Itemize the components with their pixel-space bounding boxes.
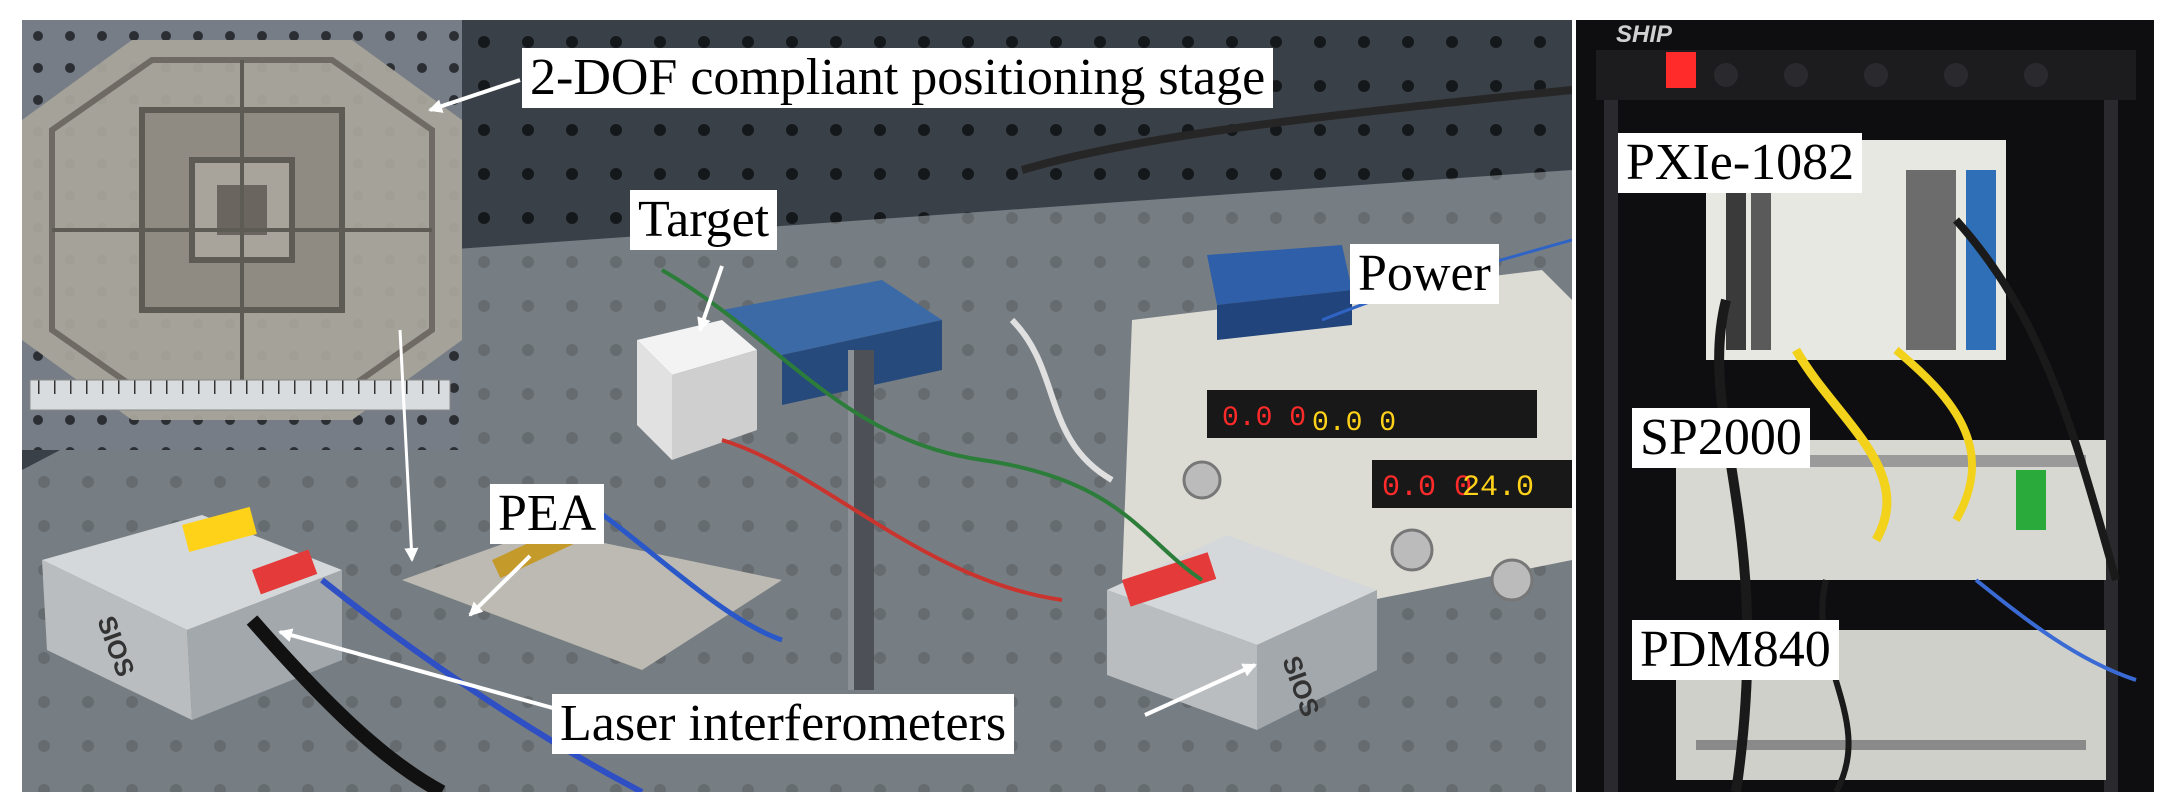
lab-setup-scene: 0.0 0 0.0 0 0.0 0 24.0 SIOS <box>22 20 1572 792</box>
psu-display-3: 0.0 0 <box>1382 471 1472 505</box>
label-pxie-1082: PXIe-1082 <box>1618 133 1863 193</box>
psu-display-2: 0.0 0 <box>1312 408 1396 439</box>
label-laser-interferometers: Laser interferometers <box>552 694 1015 754</box>
rack-brand: SHIP <box>1616 21 1673 48</box>
blue-sensor <box>1207 245 1352 340</box>
label-power: Power <box>1350 244 1499 304</box>
label-target: Target <box>630 190 778 250</box>
label-stage: 2-DOF compliant positioning stage <box>522 48 1274 108</box>
rack-indicator-led <box>1666 52 1696 88</box>
laser-interferometer-left: SIOS <box>42 506 342 720</box>
instrument-rack-scene: SHIP <box>1576 20 2154 792</box>
label-pdm840: PDM840 <box>1632 620 1839 680</box>
label-sp2000: SP2000 <box>1632 408 1810 468</box>
psu-display-1: 0.0 0 <box>1222 403 1306 434</box>
main-photo: 0.0 0 0.0 0 0.0 0 24.0 SIOS <box>22 20 1572 792</box>
psu-display-4: 24.0 <box>1462 471 1534 505</box>
rack-photo: SHIP <box>1576 20 2154 792</box>
target-block <box>637 320 757 460</box>
stage-inset <box>22 20 462 450</box>
label-pea: PEA <box>490 484 605 544</box>
